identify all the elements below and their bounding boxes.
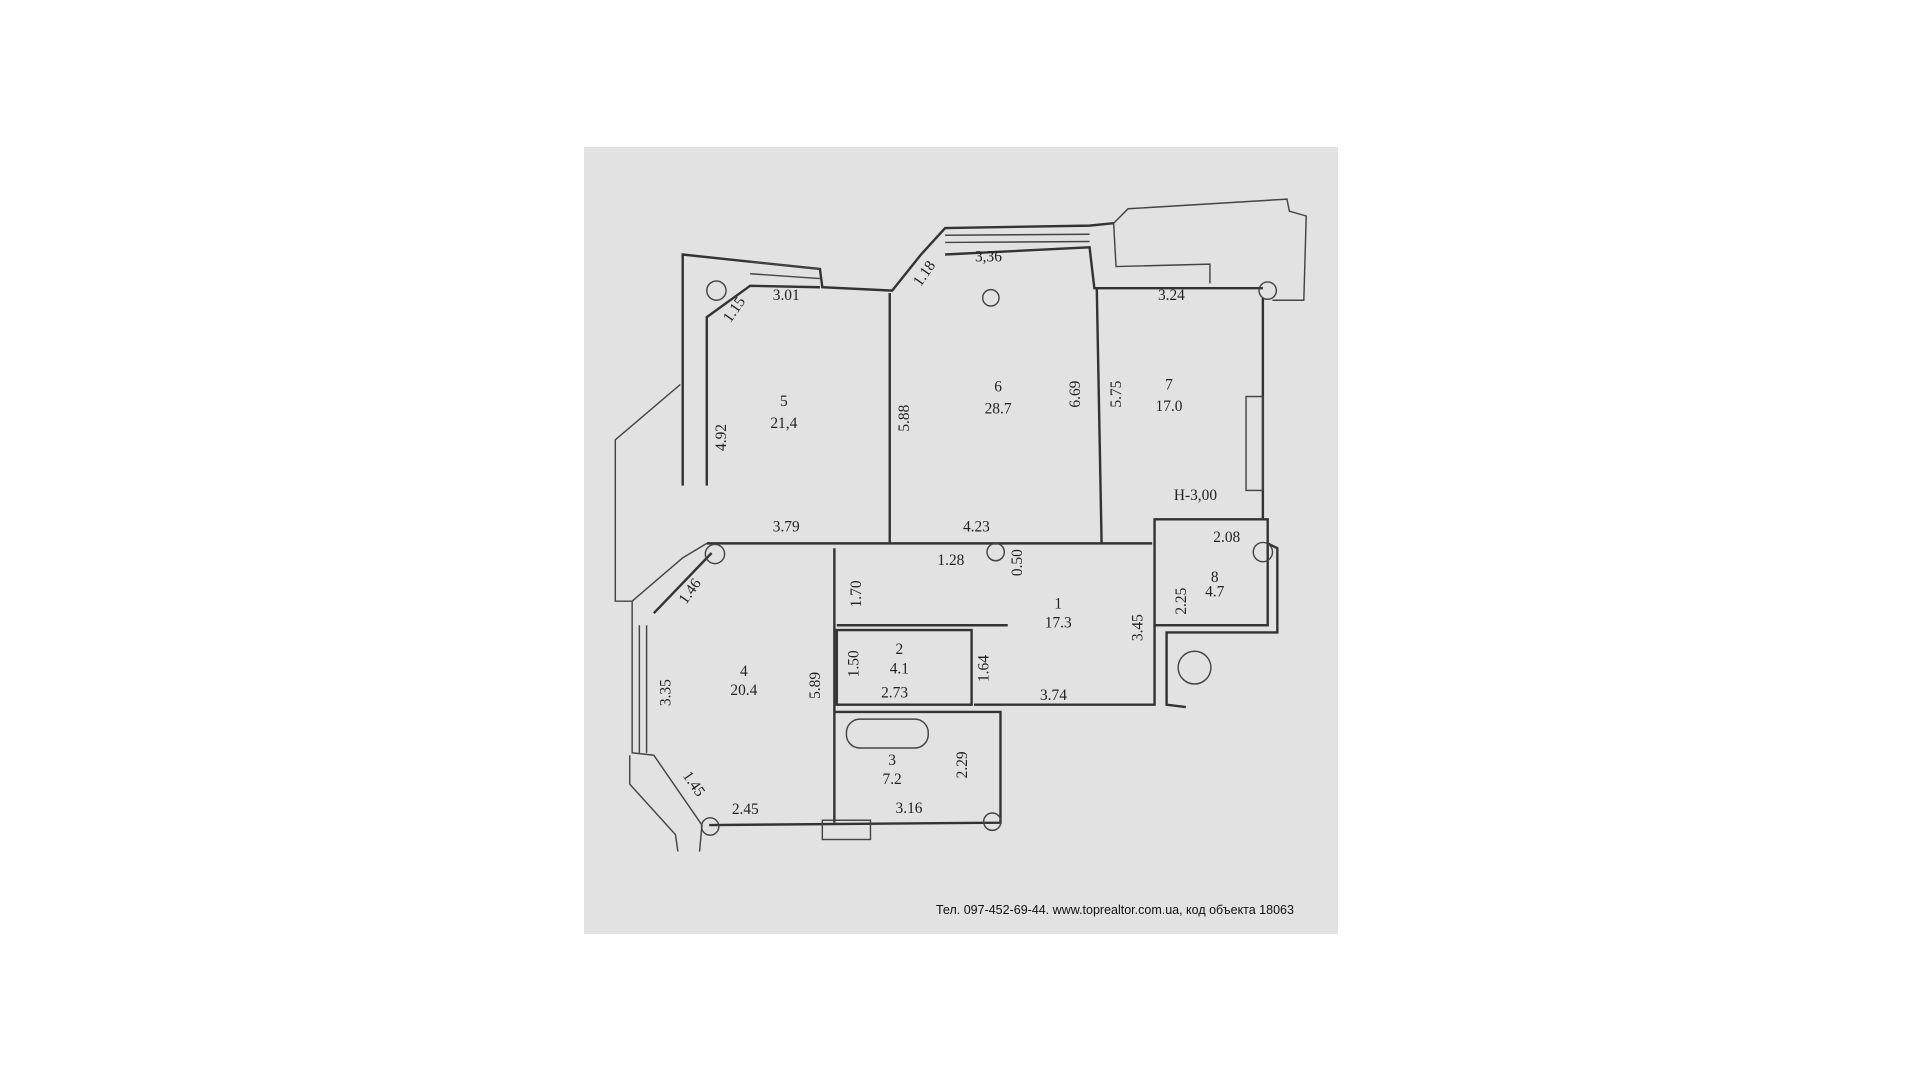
dim: 2.25 xyxy=(1173,587,1190,614)
dim: 3.74 xyxy=(1040,687,1067,704)
ceiling-height: H-3,00 xyxy=(1174,487,1217,504)
dim: 5.75 xyxy=(1108,380,1125,407)
room-6-number: 6 xyxy=(994,379,1002,396)
columns xyxy=(700,280,1278,836)
room-4-area: 20.4 xyxy=(730,682,757,699)
dim: 2.45 xyxy=(732,801,759,818)
dim: 3.45 xyxy=(1130,614,1147,641)
room-1-number: 1 xyxy=(1054,595,1062,612)
dim: 3.01 xyxy=(773,287,800,304)
dim: 1.46 xyxy=(675,575,705,607)
room-3-number: 3 xyxy=(888,752,896,769)
floor-plan: 1 17.3 2 4.1 3 7.2 4 20.4 5 21,4 6 28.7 … xyxy=(584,147,1338,934)
room-5-area: 21,4 xyxy=(770,415,797,432)
room-8-number: 8 xyxy=(1211,569,1219,586)
dim: 2.29 xyxy=(954,751,971,778)
floor-plan-drawing: 1 17.3 2 4.1 3 7.2 4 20.4 5 21,4 6 28.7 … xyxy=(614,198,1307,852)
dim: 1.50 xyxy=(845,650,862,677)
dim: 1.64 xyxy=(975,655,992,682)
dim: 3,36 xyxy=(975,249,1002,266)
room-2-area: 4.1 xyxy=(890,660,909,677)
listing-caption: Тел. 097-452-69-44. www.toprealtor.com.u… xyxy=(936,903,1294,917)
room-7-area: 17.0 xyxy=(1156,398,1183,415)
room-8-area: 4.7 xyxy=(1205,583,1225,600)
dim: 3.35 xyxy=(658,679,675,706)
walls xyxy=(614,198,1307,852)
dim: 3.79 xyxy=(773,518,800,535)
dim: 1.45 xyxy=(679,768,709,800)
dim: 2.73 xyxy=(881,684,908,701)
dim: 6.69 xyxy=(1067,380,1084,407)
dim: 4.23 xyxy=(963,518,990,535)
dimensions: 3.01 1.15 1.18 3,36 3.24 4.92 5.88 6.69 … xyxy=(658,249,1241,818)
room-6-area: 28.7 xyxy=(985,400,1012,417)
dim: 3.16 xyxy=(896,800,923,817)
room-2-number: 2 xyxy=(896,641,904,658)
dim: 3.24 xyxy=(1158,287,1185,304)
room-1-area: 17.3 xyxy=(1045,615,1072,632)
dim: 1.15 xyxy=(720,294,750,326)
dim: 1.70 xyxy=(848,580,865,607)
dim: 5.88 xyxy=(896,404,913,431)
dim: 4.92 xyxy=(713,424,730,451)
dim: 1.28 xyxy=(937,552,964,569)
room-3-area: 7.2 xyxy=(883,771,902,788)
room-7-number: 7 xyxy=(1165,376,1173,393)
dim: 5.89 xyxy=(807,672,824,699)
dim: 0.50 xyxy=(1009,549,1026,576)
room-5-number: 5 xyxy=(780,393,788,410)
dim: 2.08 xyxy=(1213,529,1240,546)
room-labels: 1 17.3 2 4.1 3 7.2 4 20.4 5 21,4 6 28.7 … xyxy=(730,376,1224,788)
room-4-number: 4 xyxy=(740,663,748,680)
